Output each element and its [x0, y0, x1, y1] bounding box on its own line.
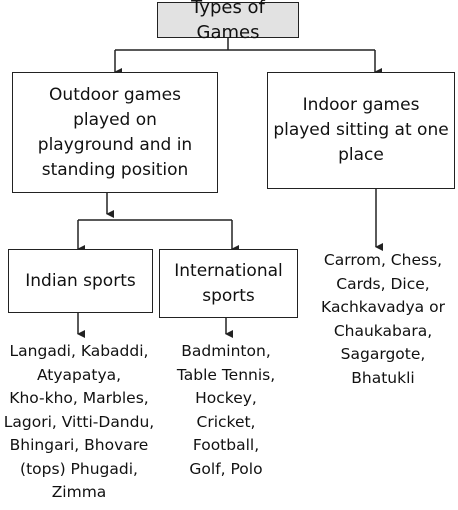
list-item: Zimma: [51, 483, 107, 501]
list-item: Langadi, Kabaddi,: [9, 342, 149, 360]
list-item: Kho-kho, Marbles,: [9, 389, 149, 407]
indoor-games-node: Indoor games played sitting at one place: [267, 72, 455, 189]
indoor-line: played sitting at one: [273, 120, 449, 140]
outdoor-line: standing position: [41, 159, 189, 180]
list-item: (tops) Phugadi,: [20, 459, 138, 478]
list-item: Lagori, Vitti-Dandu,: [3, 412, 155, 431]
outdoor-games-text: Outdoor games played on playground and i…: [38, 83, 192, 183]
list-item: Hockey,: [195, 389, 257, 407]
indian-sports-node: Indian sports: [8, 249, 153, 313]
list-item: Carrom, Chess,: [323, 251, 443, 269]
outdoor-line: playground and in: [37, 134, 193, 155]
list-item: Chaukabara,: [333, 321, 433, 340]
international-sports-list: Badminton, Table Tennis, Hockey, Cricket…: [166, 340, 286, 481]
list-item: Golf, Polo: [189, 459, 263, 478]
international-sports-text: International sports: [174, 259, 283, 309]
list-item: Cricket,: [196, 412, 256, 431]
root-node: Types of Games: [157, 0, 299, 43]
list-item: Badminton,: [181, 342, 271, 360]
list-item: Bhingari, Bhovare: [9, 436, 149, 454]
outdoor-line: played on: [73, 109, 157, 130]
list-item: Bhatukli: [351, 368, 415, 387]
indoor-games-list: Carrom, Chess, Cards, Dice, Kachkavadya …: [308, 249, 458, 390]
list-item: Atyapatya,: [36, 365, 122, 384]
list-item: Football,: [192, 436, 260, 454]
list-item: Table Tennis,: [176, 365, 276, 384]
international-sports-node: International sports: [159, 249, 298, 318]
indoor-games-text: Indoor games played sitting at one place: [273, 93, 448, 168]
indian-sports-label: Indian sports: [25, 270, 136, 291]
outdoor-games-node: Outdoor games played on playground and i…: [12, 72, 218, 193]
list-item: Sagargote,: [340, 345, 426, 363]
indian-sports-list: Langadi, Kabaddi, Atyapatya, Kho-kho, Ma…: [0, 340, 158, 505]
international-line: sports: [202, 285, 255, 306]
list-item: Cards, Dice,: [336, 274, 430, 293]
outdoor-line: Outdoor games: [49, 84, 181, 105]
indoor-line: place: [338, 145, 384, 165]
international-line: International: [174, 260, 283, 281]
root-label: Types of Games: [191, 0, 265, 43]
indoor-line: Indoor games: [302, 95, 420, 115]
list-item: Kachkavadya or: [321, 298, 445, 316]
